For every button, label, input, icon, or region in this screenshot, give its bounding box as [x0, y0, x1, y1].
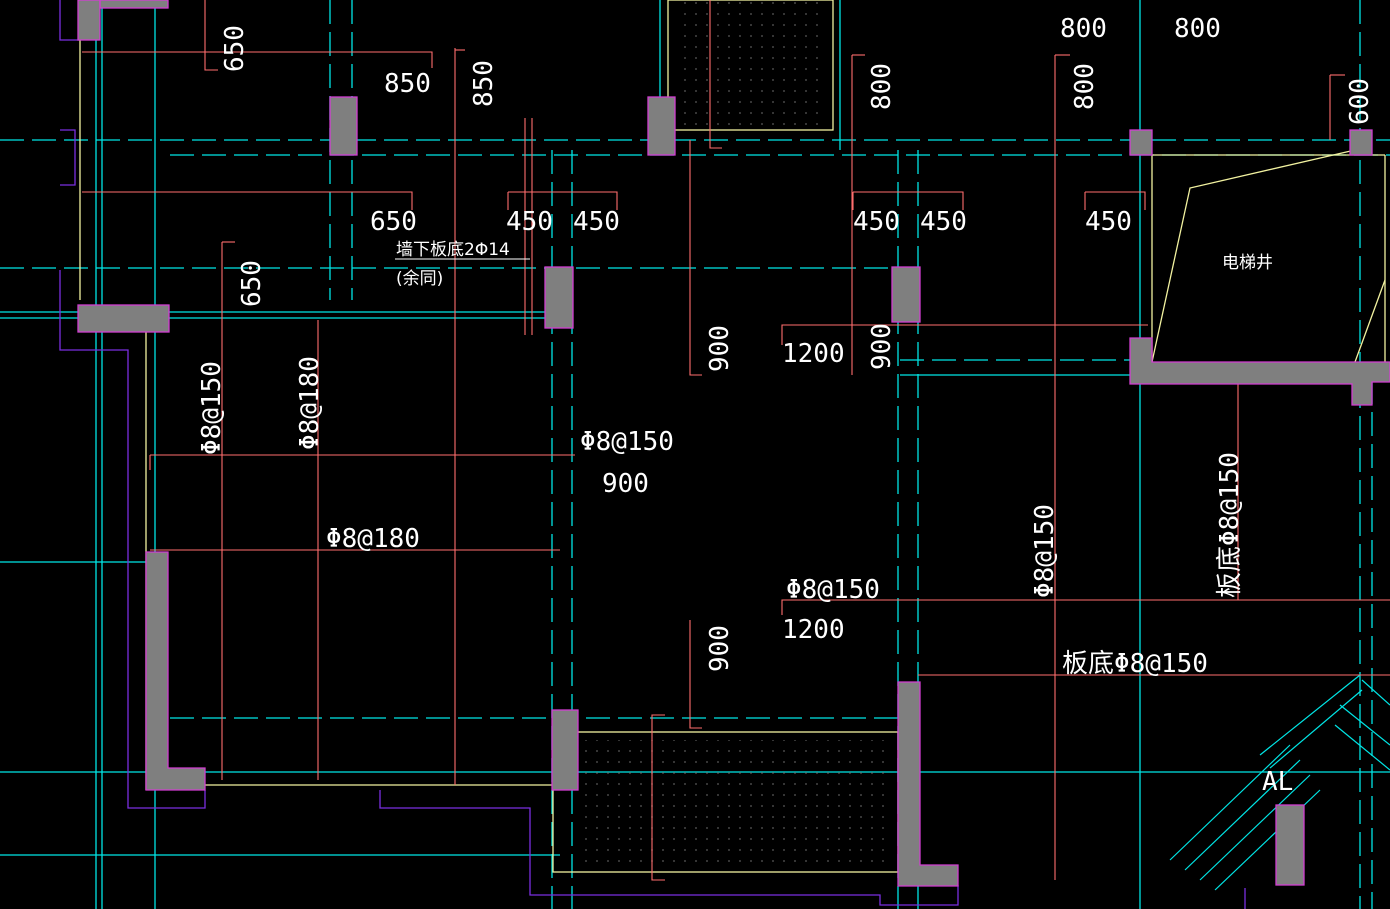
- dim-label-650-vertical: 650: [237, 260, 267, 307]
- hatch-line: [1269, 689, 1363, 769]
- dim-line: [853, 191, 964, 210]
- hatch-line: [1259, 674, 1361, 756]
- column: [544, 266, 574, 329]
- column: [145, 551, 206, 791]
- rebar-label-vertical: Φ8@150: [197, 361, 227, 455]
- elevator-shaft-label: 电梯井: [1222, 253, 1273, 273]
- column: [551, 709, 579, 791]
- annotation-labels: 650 850 850 800 800 800 800 600 650 450 …: [197, 14, 1375, 797]
- al-label: AL: [1262, 767, 1293, 797]
- wall-lines: [79, 0, 1386, 873]
- dim-line: [689, 140, 702, 376]
- dim-line: [82, 191, 413, 210]
- rebar-label-vertical: Φ8@180: [295, 356, 325, 450]
- stair-hatch-top: [676, 0, 826, 125]
- rebar-label-vertical: Φ8@150: [1030, 504, 1060, 598]
- dim-label-1200: 1200: [782, 339, 845, 369]
- hatch-areas: [580, 0, 890, 865]
- dim-line: [651, 714, 665, 881]
- hatch-line: [1361, 679, 1390, 706]
- dim-line: [709, 0, 722, 149]
- wall-line: [667, 0, 834, 131]
- column: [891, 266, 921, 323]
- hatch-line: [1334, 724, 1390, 771]
- dim-line: [781, 324, 1148, 345]
- dim-line: [204, 0, 218, 71]
- dim-line: [82, 51, 433, 68]
- dim-label-600-vertical: 600: [1345, 78, 1375, 125]
- dim-label-850-vertical: 850: [469, 60, 499, 107]
- dim-line: [1085, 191, 1146, 210]
- outline-line: [59, 0, 80, 41]
- wall-rebar-note-same: (余同): [396, 269, 443, 289]
- rebar-label: Φ8@150: [580, 427, 674, 457]
- column: [1129, 337, 1390, 406]
- outline-lines: [59, 0, 1246, 909]
- dim-label-850: 850: [384, 69, 431, 99]
- column: [77, 304, 170, 333]
- column: [77, 0, 101, 41]
- dim-label-450: 450: [573, 207, 620, 237]
- dim-label-900-vertical: 900: [705, 625, 735, 672]
- bottom-rebar-label: 板底Φ8@150: [1062, 649, 1208, 679]
- dim-label-800-vertical: 800: [867, 63, 897, 110]
- hatch-line: [1339, 704, 1390, 746]
- dim-label-800: 800: [1174, 14, 1221, 44]
- column: [1129, 129, 1153, 156]
- dim-line: [781, 599, 1390, 615]
- hatch-line: [1199, 774, 1311, 881]
- dim-label-450: 450: [1085, 207, 1132, 237]
- column: [897, 681, 959, 887]
- column: [1275, 804, 1305, 886]
- dimension-lines: [82, 0, 1390, 881]
- bottom-rebar-label-vertical: 板底Φ8@150: [1215, 452, 1245, 598]
- wall-rebar-note: 墙下板底2Φ14: [396, 240, 510, 260]
- column: [99, 0, 169, 9]
- column: [1349, 129, 1373, 156]
- stair-hatch-bottom: [580, 740, 890, 865]
- rebar-label: Φ8@180: [326, 524, 420, 554]
- dim-label-450: 450: [506, 207, 553, 237]
- outline-line: [60, 129, 76, 186]
- diagonal-hatch: [1169, 674, 1390, 891]
- dim-label-450: 450: [853, 207, 900, 237]
- hatch-line: [1169, 744, 1291, 861]
- dim-line: [508, 191, 618, 210]
- rebar-label: Φ8@150: [786, 575, 880, 605]
- dim-label-450: 450: [920, 207, 967, 237]
- dim-label-800: 800: [1060, 14, 1107, 44]
- dim-label-650: 650: [370, 207, 417, 237]
- dim-label-800-vertical: 800: [1070, 63, 1100, 110]
- dim-label-900: 900: [602, 469, 649, 499]
- columns: [77, 0, 1390, 887]
- outline-line: [59, 270, 206, 809]
- wall-line: [1151, 149, 1356, 363]
- column: [329, 96, 358, 156]
- hatch-line: [1184, 759, 1301, 871]
- dim-label-1200: 1200: [782, 615, 845, 645]
- dim-label-900-vertical: 900: [705, 325, 735, 372]
- outline-line: [379, 790, 959, 906]
- dim-line: [689, 620, 702, 729]
- dim-label-650: 650: [220, 25, 250, 72]
- dim-label-900-vertical: 900: [867, 323, 897, 370]
- column: [647, 96, 676, 156]
- wall-line: [1354, 279, 1386, 363]
